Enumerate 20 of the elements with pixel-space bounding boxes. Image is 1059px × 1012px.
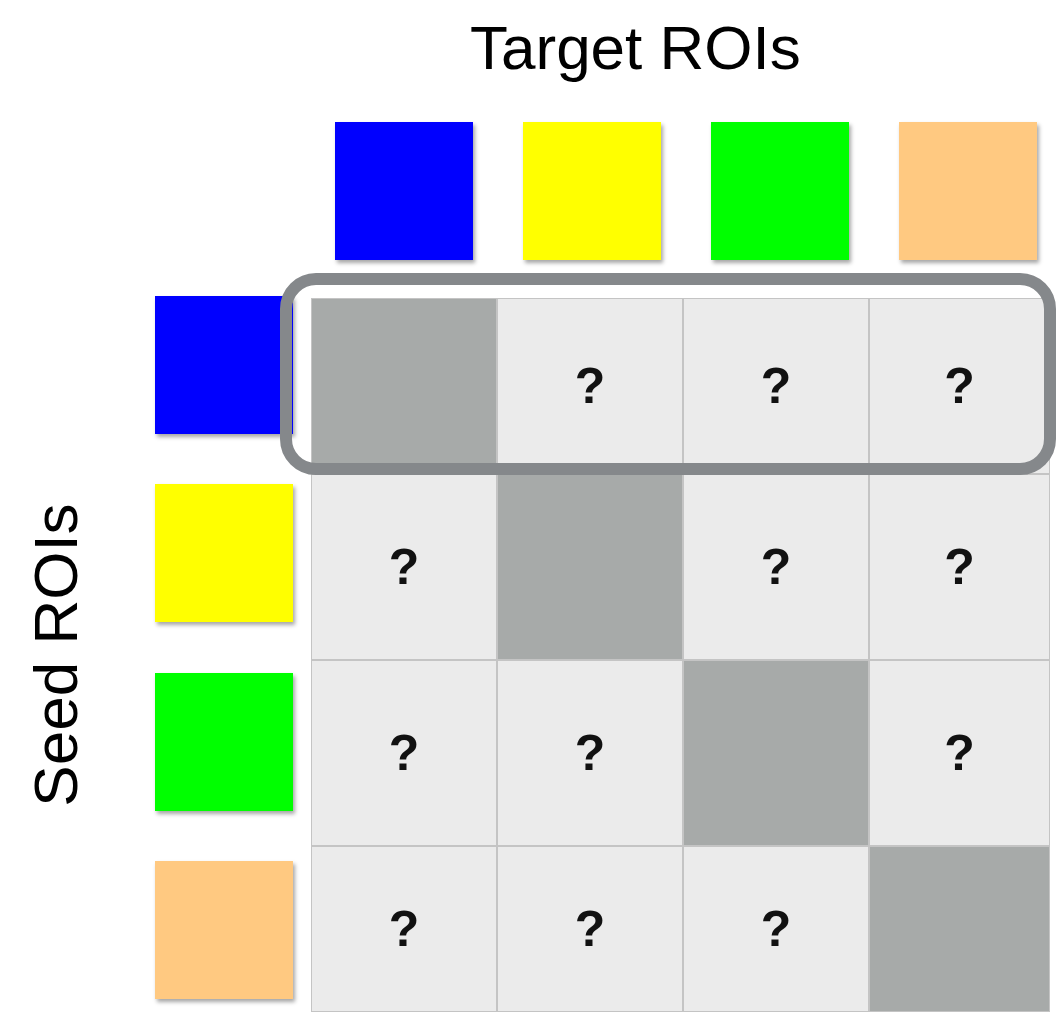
roi-color-square xyxy=(899,122,1037,260)
axis-title: Target ROIs xyxy=(470,12,801,83)
matrix-cell: ? xyxy=(683,474,869,660)
matrix-cell: ? xyxy=(311,660,497,846)
roi-color-square xyxy=(335,122,473,260)
roi-color-square xyxy=(155,861,293,999)
matrix-cell: ? xyxy=(311,846,497,1012)
matrix-cell: ? xyxy=(497,660,683,846)
matrix-cell: ? xyxy=(869,474,1050,660)
roi-color-square xyxy=(155,296,293,434)
roi-color-square xyxy=(155,484,293,622)
matrix-cell: ? xyxy=(311,474,497,660)
axis-title: Seed ROIs xyxy=(19,503,91,807)
matrix-cell: ? xyxy=(869,660,1050,846)
roi-color-square xyxy=(155,673,293,811)
roi-color-square xyxy=(523,122,661,260)
matrix-cell: ? xyxy=(683,846,869,1012)
roi-color-square xyxy=(711,122,849,260)
matrix-cell: ? xyxy=(869,298,1050,474)
matrix-cell: ? xyxy=(497,846,683,1012)
